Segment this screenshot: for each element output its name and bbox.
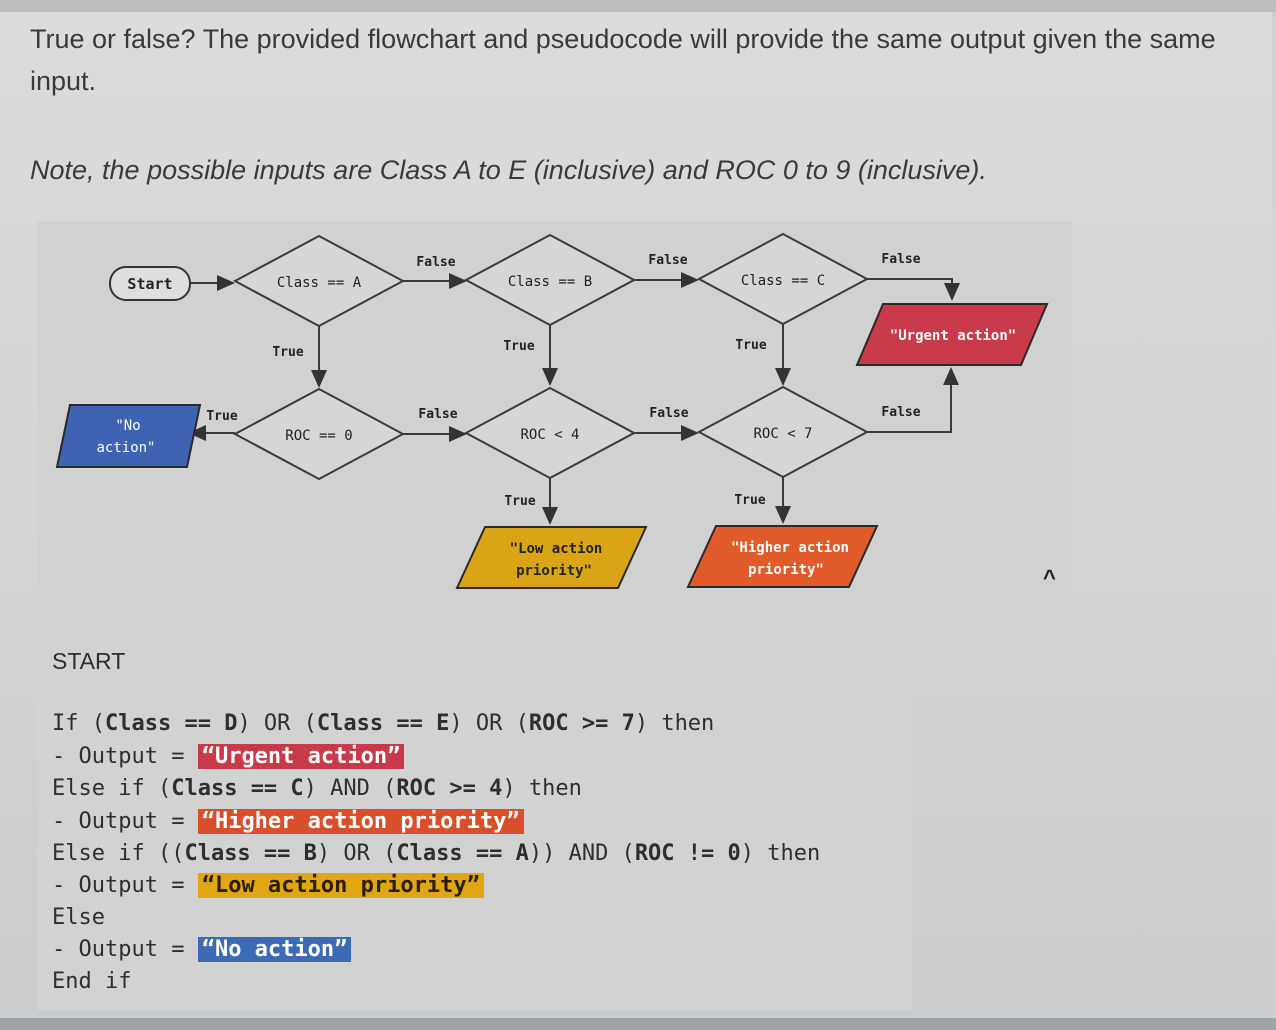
- decision-roc-4: ROC < 4: [463, 386, 637, 480]
- svg-text:True: True: [206, 409, 237, 424]
- svg-text:True: True: [503, 339, 534, 354]
- decision-class-a: Class == A: [232, 234, 406, 328]
- caret-up-icon[interactable]: ^: [1043, 565, 1056, 590]
- decision-class-c: Class == C: [696, 232, 870, 326]
- pseudocode-line-8: - Output = “No action”: [52, 937, 352, 962]
- svg-text:"Low action: "Low action: [510, 541, 603, 557]
- svg-text:"Urgent action": "Urgent action": [890, 328, 1016, 344]
- top-strip: [0, 0, 1276, 12]
- svg-text:False: False: [416, 255, 455, 270]
- question-text: True or false? The provided flowchart an…: [30, 24, 1216, 96]
- svg-text:Class == B: Class == B: [508, 274, 592, 290]
- svg-text:Class == C: Class == C: [741, 273, 825, 289]
- pseudocode-line-3: Else if (Class == C) AND (ROC >= 4) then: [52, 776, 582, 801]
- urgent-highlight: “Urgent action”: [197, 744, 405, 769]
- low-highlight: “Low action priority”: [197, 873, 484, 898]
- decision-roc-0: ROC == 0: [232, 387, 406, 481]
- svg-text:True: True: [734, 493, 765, 508]
- bottom-strip: [0, 1018, 1276, 1030]
- svg-text:ROC < 4: ROC < 4: [520, 427, 579, 443]
- svg-text:False: False: [648, 253, 687, 268]
- svg-text:action": action": [96, 440, 155, 456]
- svg-text:ROC < 7: ROC < 7: [753, 426, 812, 442]
- start-node: Start: [109, 266, 191, 301]
- svg-text:priority": priority": [748, 562, 824, 578]
- svg-text:"No: "No: [115, 418, 140, 434]
- svg-text:False: False: [649, 406, 688, 421]
- higher-highlight: “Higher action priority”: [197, 809, 524, 834]
- svg-text:False: False: [881, 405, 920, 420]
- svg-text:False: False: [881, 252, 920, 267]
- pseudocode-line-5: Else if ((Class == B) OR (Class == A)) A…: [52, 841, 821, 866]
- pseudocode-line-6: - Output = “Low action priority”: [52, 873, 484, 898]
- pseudocode-line-4: - Output = “Higher action priority”: [52, 809, 524, 834]
- decision-roc-7: ROC < 7: [696, 385, 870, 479]
- svg-text:priority": priority": [516, 563, 592, 579]
- decision-class-b: Class == B: [463, 233, 637, 327]
- flow-edges: [188, 272, 960, 525]
- output-higher-action: "Higher action priority": [686, 525, 879, 588]
- svg-text:True: True: [504, 494, 535, 509]
- flowchart: Start Class == A Class == B Class == C R…: [55, 232, 1049, 589]
- svg-text:True: True: [735, 338, 766, 353]
- svg-text:True: True: [272, 345, 303, 360]
- edge-labels: False False False True True True True Fa…: [206, 252, 920, 509]
- svg-text:Class == A: Class == A: [277, 275, 362, 291]
- pseudocode-start: START: [52, 648, 126, 674]
- pseudocode-line-9: End if: [52, 969, 132, 994]
- pseudocode-line-7: Else: [52, 905, 105, 930]
- svg-text:ROC == 0: ROC == 0: [285, 428, 352, 444]
- pseudocode-line-2: - Output = “Urgent action”: [52, 744, 405, 769]
- svg-text:False: False: [418, 407, 457, 422]
- output-urgent-action: "Urgent action": [855, 303, 1049, 366]
- question-note: Note, the possible inputs are Class A to…: [30, 155, 987, 185]
- output-low-action: "Low action priority": [455, 526, 648, 589]
- pseudocode-line-1: If (Class == D) OR (Class == E) OR (ROC …: [52, 711, 715, 736]
- svg-text:"Higher action: "Higher action: [731, 540, 849, 556]
- svg-text:Start: Start: [127, 275, 172, 293]
- no-action-highlight: “No action”: [197, 937, 352, 962]
- output-no-action: "No action": [55, 404, 202, 468]
